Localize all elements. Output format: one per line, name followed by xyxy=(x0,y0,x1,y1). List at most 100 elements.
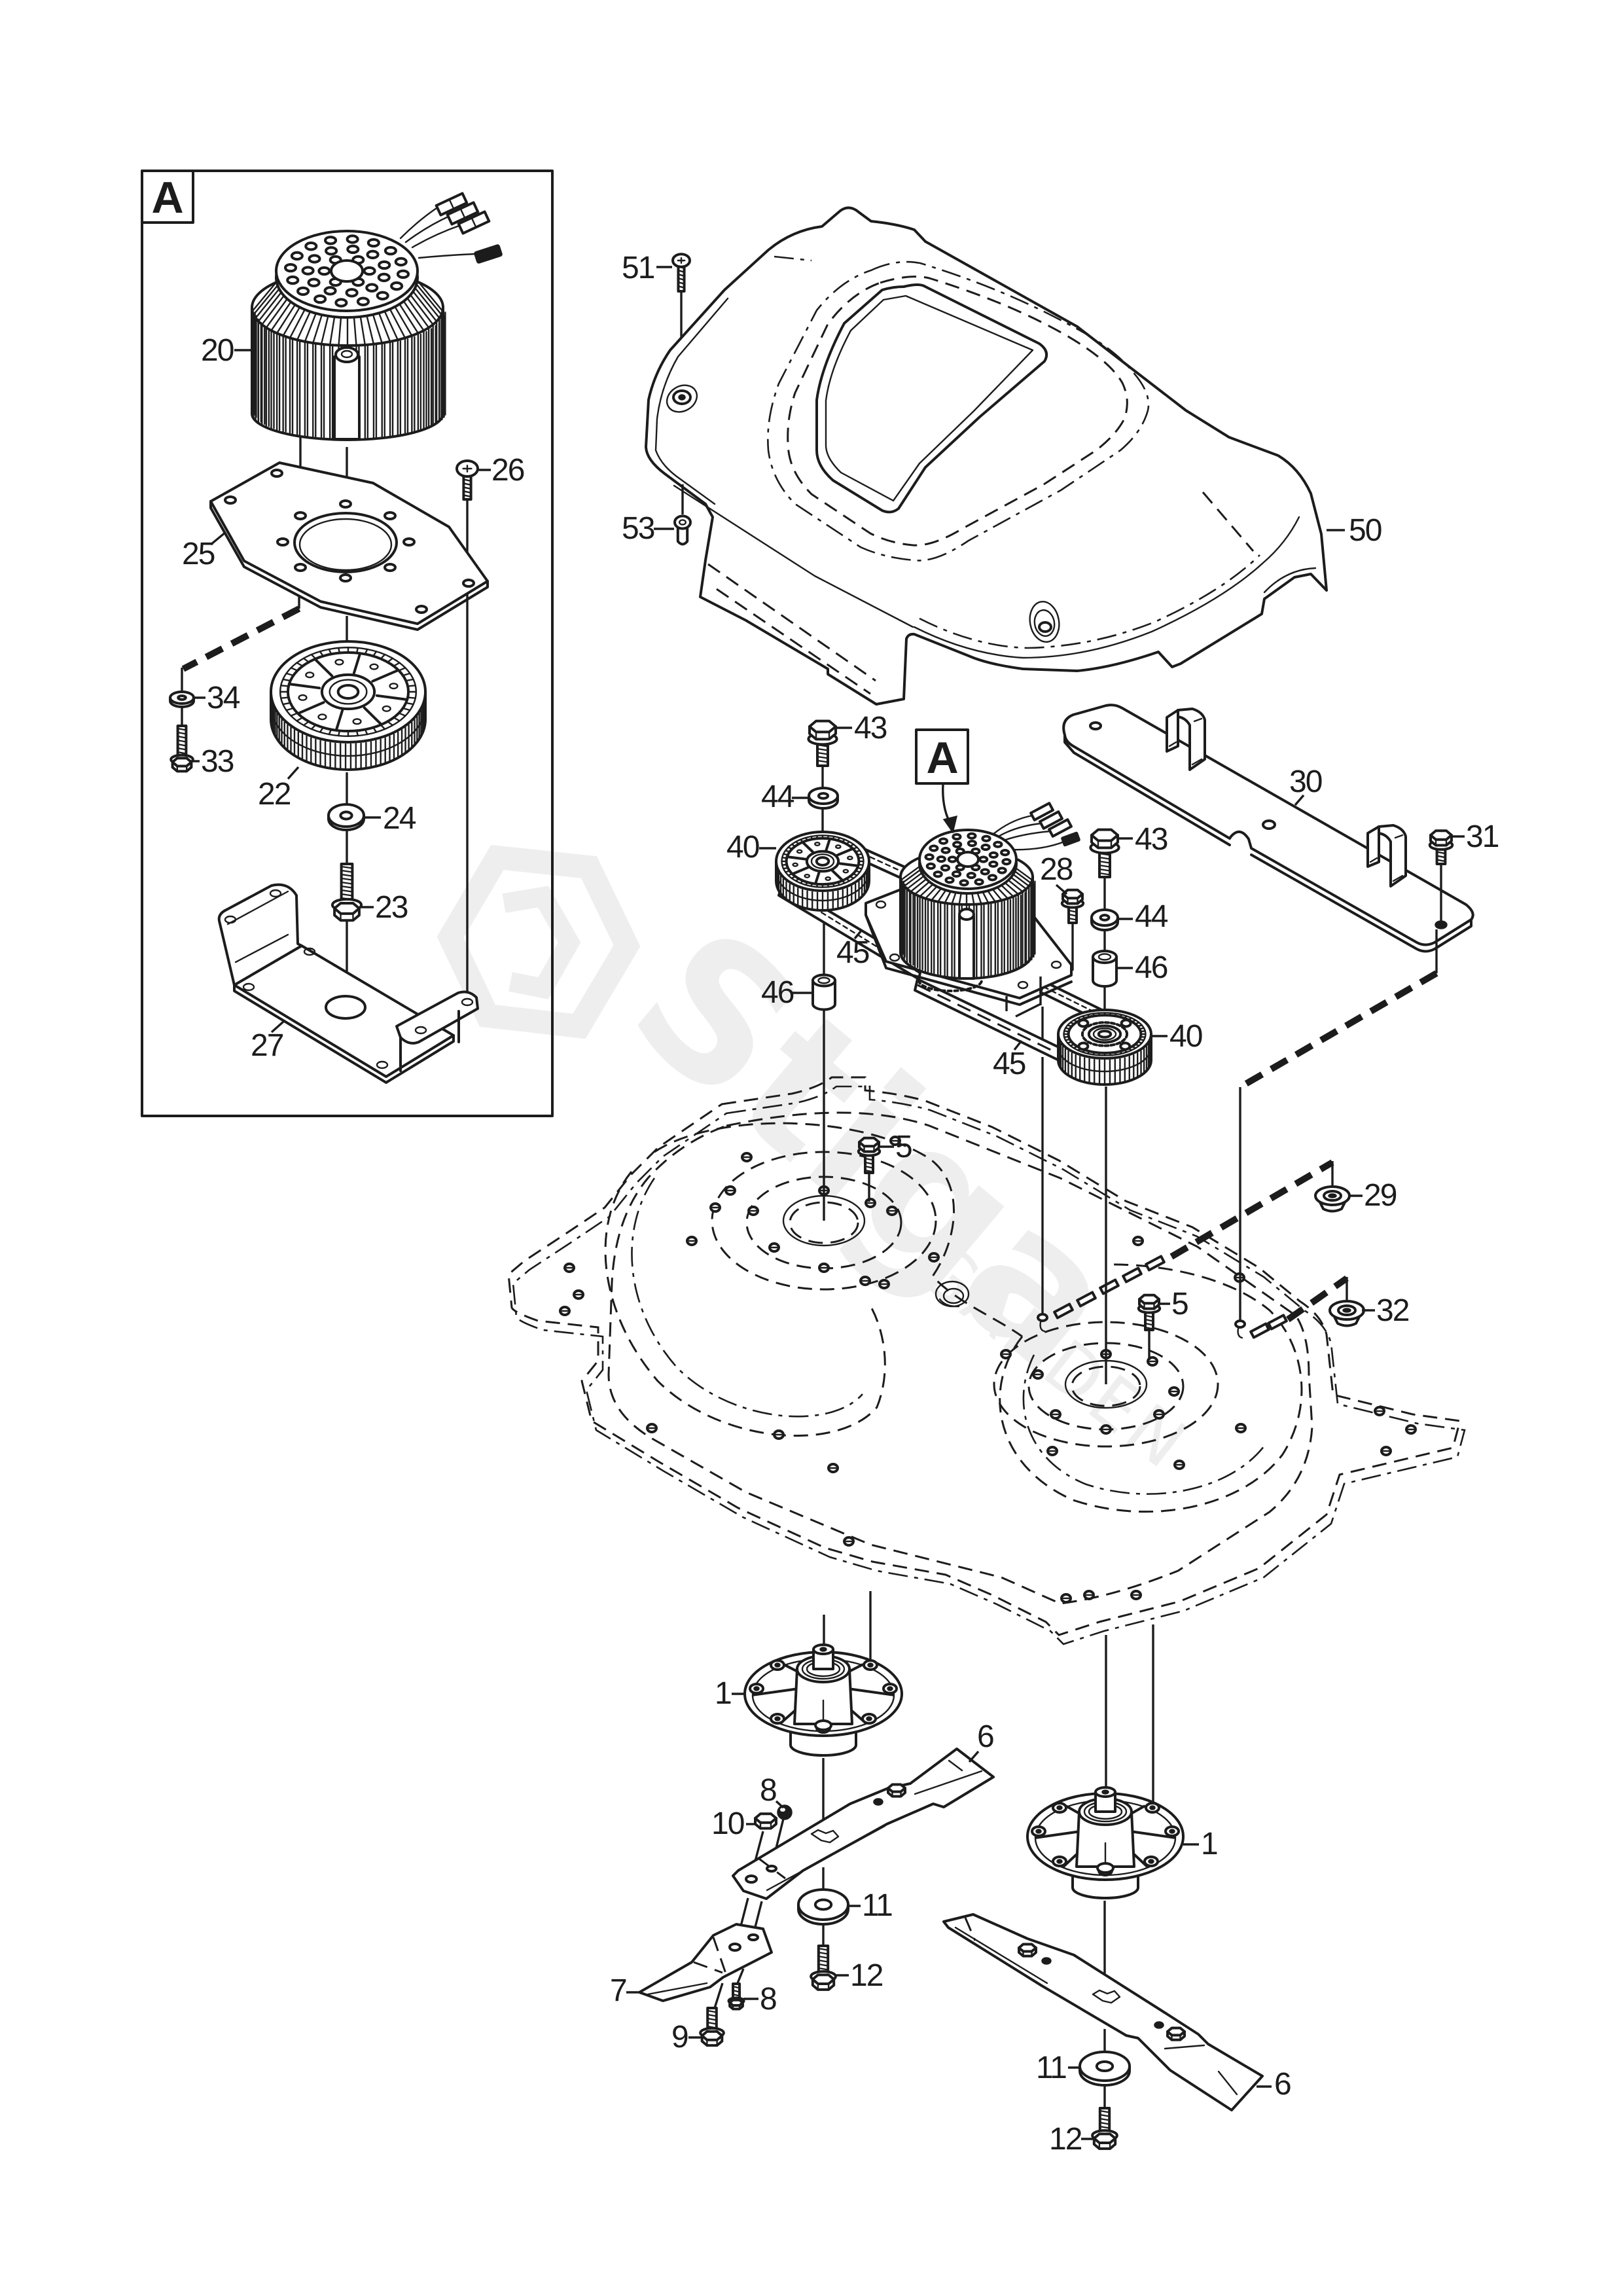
motor-fin-rib xyxy=(338,316,342,346)
pulley-groove xyxy=(1057,1046,1152,1073)
pulley-bore xyxy=(336,683,360,700)
callout-10: 10 xyxy=(711,1806,756,1841)
callout-11-right: 11 xyxy=(1036,2051,1080,2085)
vent-hole xyxy=(290,251,304,261)
vent-hole xyxy=(307,278,321,287)
cover-lower-rim xyxy=(913,516,1300,659)
hex-head-top xyxy=(333,901,361,915)
hex-head-top xyxy=(1018,1943,1037,1953)
pulley-spoke xyxy=(314,658,334,677)
vent-hole xyxy=(978,855,989,863)
spacer-46-right xyxy=(1092,950,1118,988)
axis-line xyxy=(736,1968,745,1984)
bolt-thread xyxy=(340,881,353,885)
bracket-hole xyxy=(414,1026,427,1035)
cover-window-rim-outer xyxy=(767,260,1150,562)
vent-hole xyxy=(1000,849,1010,857)
bracket-hole xyxy=(242,982,255,992)
motor-plate-edge xyxy=(865,914,1073,1006)
spacer-top xyxy=(812,973,836,988)
nut-body xyxy=(777,1804,793,1820)
pulley-groove xyxy=(270,704,427,757)
cover-window xyxy=(815,283,1048,514)
cover-skirt-line xyxy=(1263,567,1317,594)
spindle-mount-hole-center xyxy=(1056,1805,1063,1810)
motor-fin-rib xyxy=(991,888,1003,901)
bracket-hole xyxy=(376,1060,389,1069)
callout-6-left: 6 xyxy=(968,1719,995,1763)
connector-housing xyxy=(1061,831,1080,847)
plate-edge xyxy=(209,500,489,631)
bolt-thread xyxy=(817,1959,829,1963)
callout-7: 7 xyxy=(610,1973,639,2008)
vent-hole xyxy=(346,244,360,255)
part-number: 29 xyxy=(1364,1178,1397,1213)
screw-51 xyxy=(671,253,691,293)
bracket-right-flange xyxy=(395,990,479,1045)
pulley-spoke xyxy=(371,669,399,683)
cover-shell xyxy=(645,206,1328,706)
pulley-web-hole xyxy=(825,876,831,881)
spacer-body xyxy=(1092,956,1118,988)
leader-line xyxy=(1294,794,1305,806)
pulley-rim-tooth xyxy=(406,702,414,706)
motor-wire xyxy=(399,206,440,240)
spindle-mount-hole-center xyxy=(887,1686,893,1691)
vent-hole xyxy=(925,862,936,870)
hex-head-top xyxy=(1090,828,1119,842)
callout-50: 50 xyxy=(1327,513,1383,548)
washer-11-right xyxy=(1079,2051,1131,2087)
callout-25: 25 xyxy=(182,531,227,571)
bolt-thread xyxy=(177,739,187,743)
nut-bore xyxy=(1342,1308,1351,1313)
spindle-mount-hole-center xyxy=(1148,1859,1154,1864)
callout-24: 24 xyxy=(365,801,418,836)
vent-hole xyxy=(390,281,404,291)
pulley-rim-tooth xyxy=(399,667,406,671)
callout-43-left: 43 xyxy=(837,711,888,745)
pulley-rim-tooth xyxy=(380,725,386,730)
blade-nut xyxy=(1018,1943,1037,1958)
bracket-base-edge xyxy=(233,984,455,1084)
part-number: 10 xyxy=(711,1806,744,1841)
part-number: 12 xyxy=(850,1958,883,1993)
cover-fold-line xyxy=(673,484,914,628)
motor-fin-rib xyxy=(924,886,938,900)
pulley-rim-tooth xyxy=(408,685,416,687)
motor-mount-boss xyxy=(334,346,359,363)
cover-rim-line xyxy=(654,297,729,505)
motor-fin-rib xyxy=(1009,876,1027,890)
deck-pin-left xyxy=(1037,1313,1048,1333)
part-number: 53 xyxy=(622,511,654,546)
pulley-bearing xyxy=(329,679,368,705)
motor-fin-rib xyxy=(270,300,293,332)
bracket-hole xyxy=(303,947,316,956)
blade-fold xyxy=(693,1937,728,1976)
plate-hole xyxy=(462,579,475,588)
pulley-bolt-hole xyxy=(1120,1018,1132,1028)
motor-fin-rib xyxy=(1007,878,1024,893)
plate-center-hole-rim xyxy=(298,518,393,571)
inset-frame xyxy=(141,170,554,1117)
deck-slot xyxy=(1099,1278,1120,1295)
part-number: 9 xyxy=(671,2020,688,2054)
part-number: 26 xyxy=(491,453,524,488)
reference-tag-box xyxy=(915,728,969,785)
pulley-star-hub xyxy=(1080,1021,1129,1047)
vent-hole xyxy=(980,843,991,852)
pulley-bearing xyxy=(1092,1027,1117,1041)
vent-hole xyxy=(325,246,338,256)
screw-drive-icon xyxy=(677,257,686,264)
plate-hole xyxy=(383,511,397,520)
motor-fin-rib xyxy=(903,872,922,888)
motor-wire xyxy=(1007,840,1065,851)
pulley-rim-tooth xyxy=(338,647,340,653)
motor-fin-rib xyxy=(986,889,997,903)
part-number: 40 xyxy=(726,830,759,865)
vent-hole xyxy=(366,249,380,260)
pulley-web-hole xyxy=(298,694,308,701)
motor-fin-rib xyxy=(971,892,975,905)
bracket-hole xyxy=(1089,721,1102,730)
blade-7 xyxy=(638,1923,773,2002)
bolt-33 xyxy=(169,725,194,773)
